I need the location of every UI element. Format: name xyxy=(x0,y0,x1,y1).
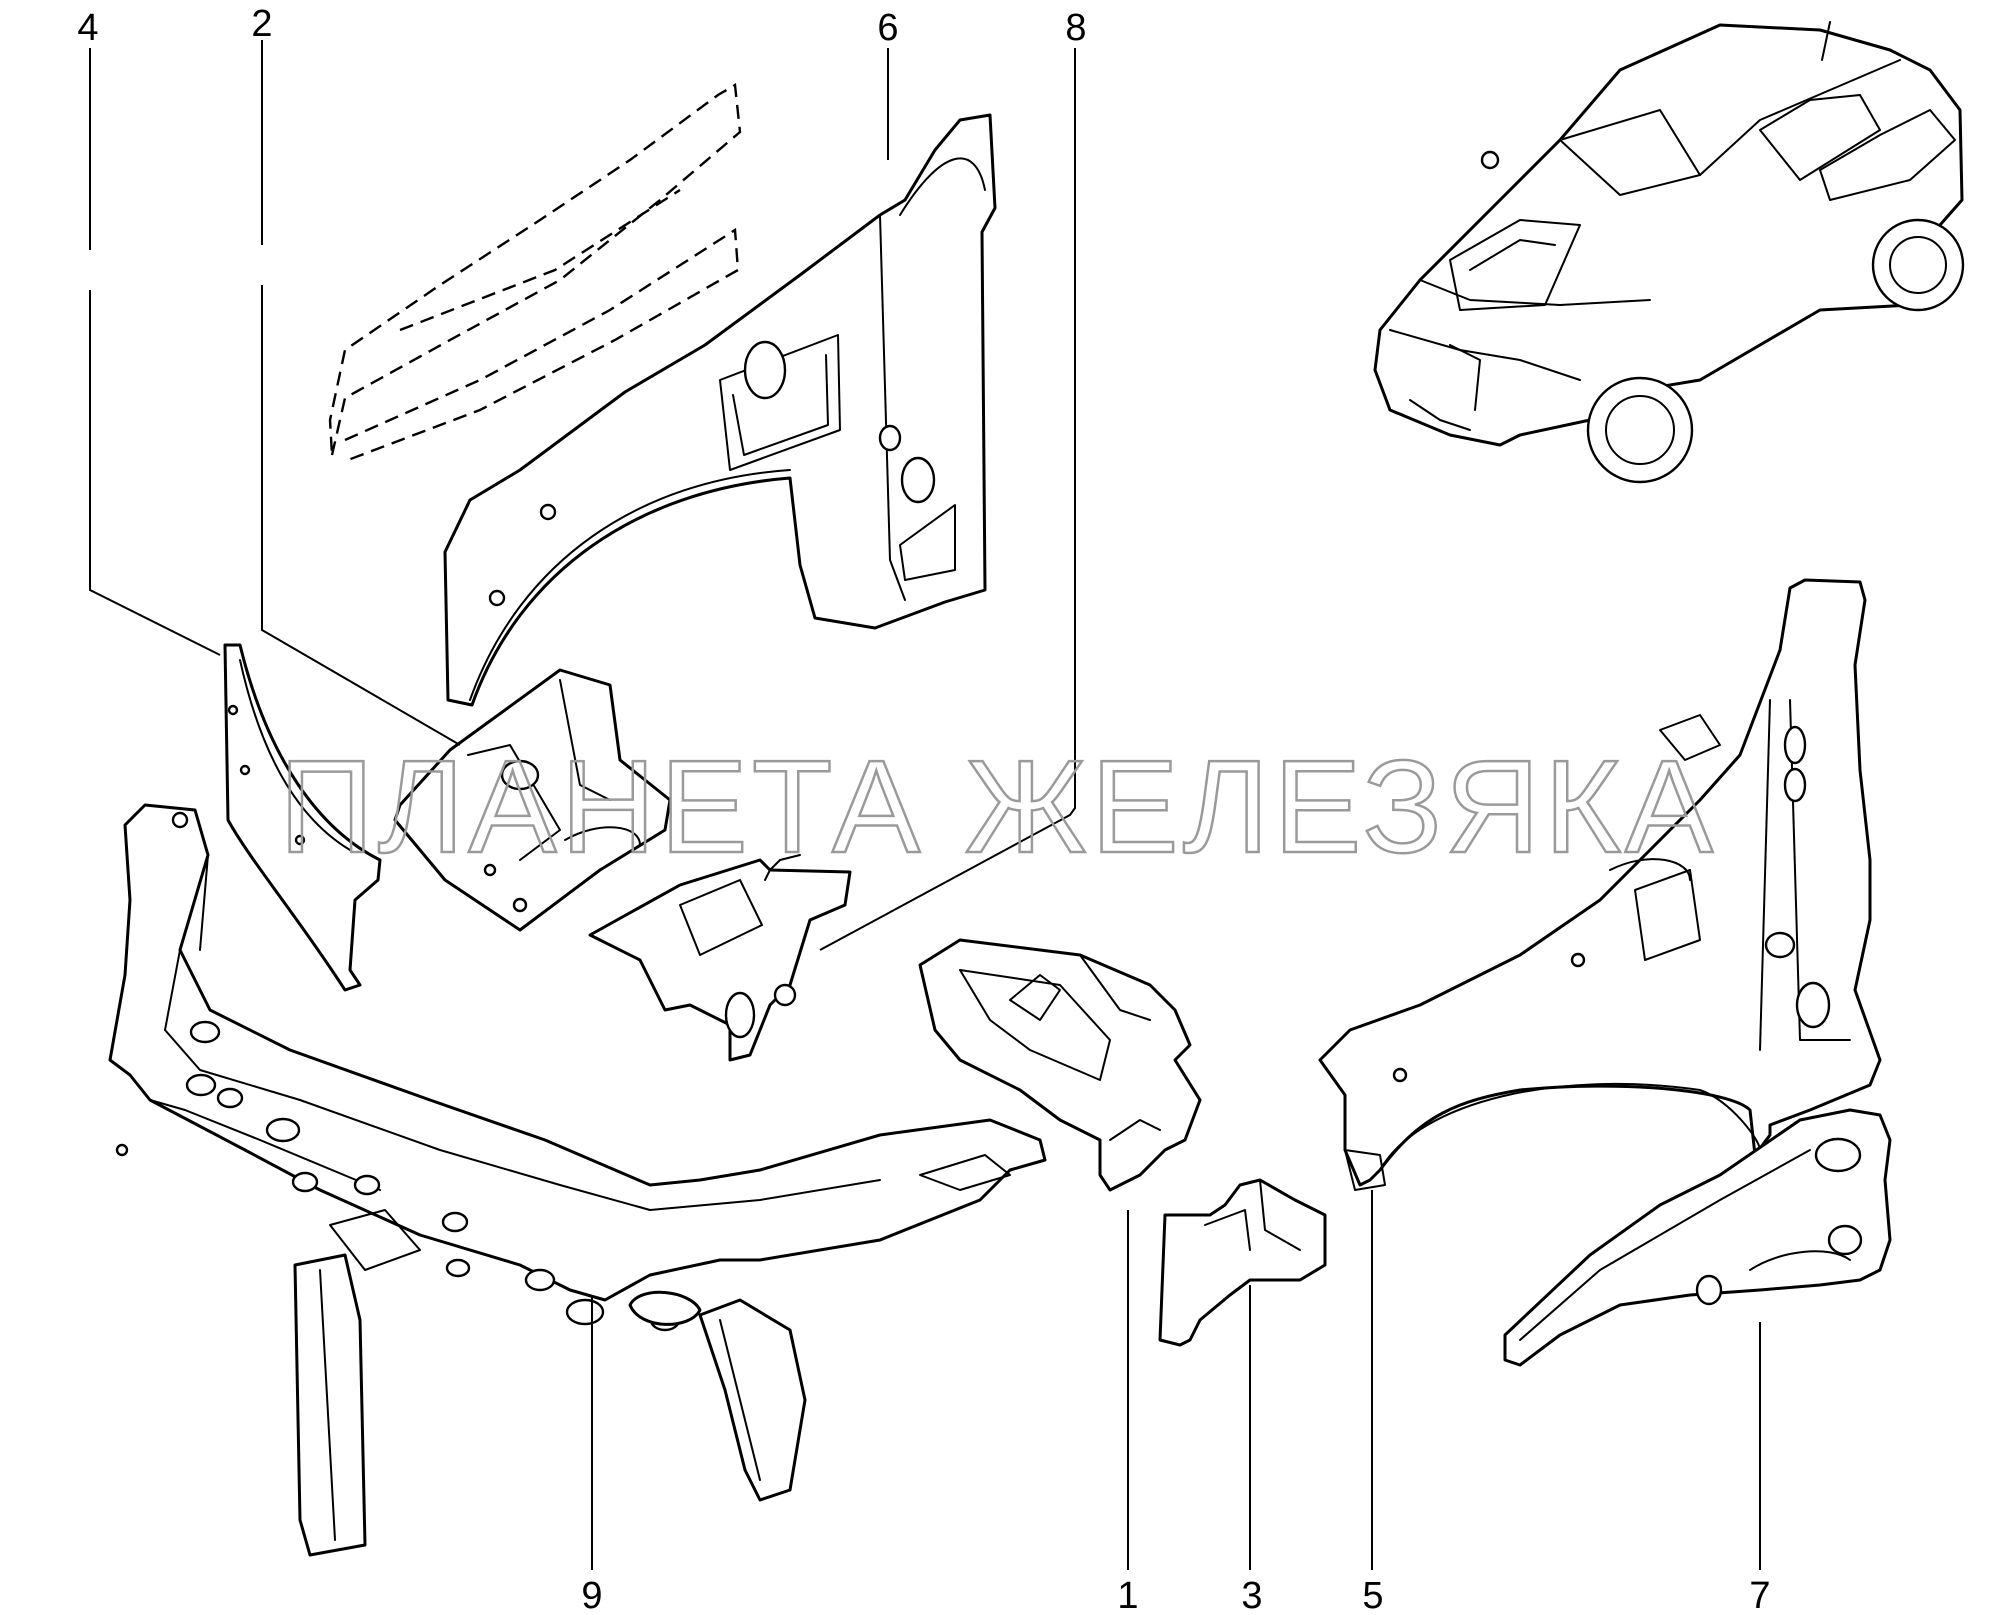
callout-9: 9 xyxy=(581,1575,602,1615)
part-9-radiator-crossmember xyxy=(108,803,1047,1557)
part-4-inner-panel xyxy=(223,643,382,992)
leader-8 xyxy=(819,48,1076,951)
leader-2 xyxy=(261,40,461,746)
part-8-bracket xyxy=(588,854,852,1062)
callout-6: 6 xyxy=(877,7,898,49)
callout-8: 8 xyxy=(1065,7,1086,49)
part-1-mounting-bracket xyxy=(918,938,1202,1192)
callout-labels: 4 2 6 8 9 1 3 5 7 xyxy=(77,3,1770,1615)
part-5-inner-fender xyxy=(1318,578,1882,1191)
leader-4 xyxy=(89,48,221,656)
part-6-dashed-outline xyxy=(328,83,742,462)
part-3-panel xyxy=(1158,1178,1327,1347)
part-7-longitudinal-member xyxy=(1503,1108,1892,1367)
callout-1: 1 xyxy=(1117,1575,1138,1615)
vehicle-overview-illustration xyxy=(1373,21,1965,484)
callout-2: 2 xyxy=(251,3,272,45)
callout-7: 7 xyxy=(1749,1575,1770,1615)
part-2-strut-tower xyxy=(393,668,672,932)
callout-4: 4 xyxy=(77,7,98,49)
leader-lines xyxy=(89,40,1761,1570)
callout-3: 3 xyxy=(1241,1575,1262,1615)
callout-5: 5 xyxy=(1362,1575,1383,1615)
watermark: ПЛАНЕТА ЖЕЛЕЗЯКА xyxy=(279,733,1717,880)
part-6-front-fender xyxy=(443,113,997,707)
